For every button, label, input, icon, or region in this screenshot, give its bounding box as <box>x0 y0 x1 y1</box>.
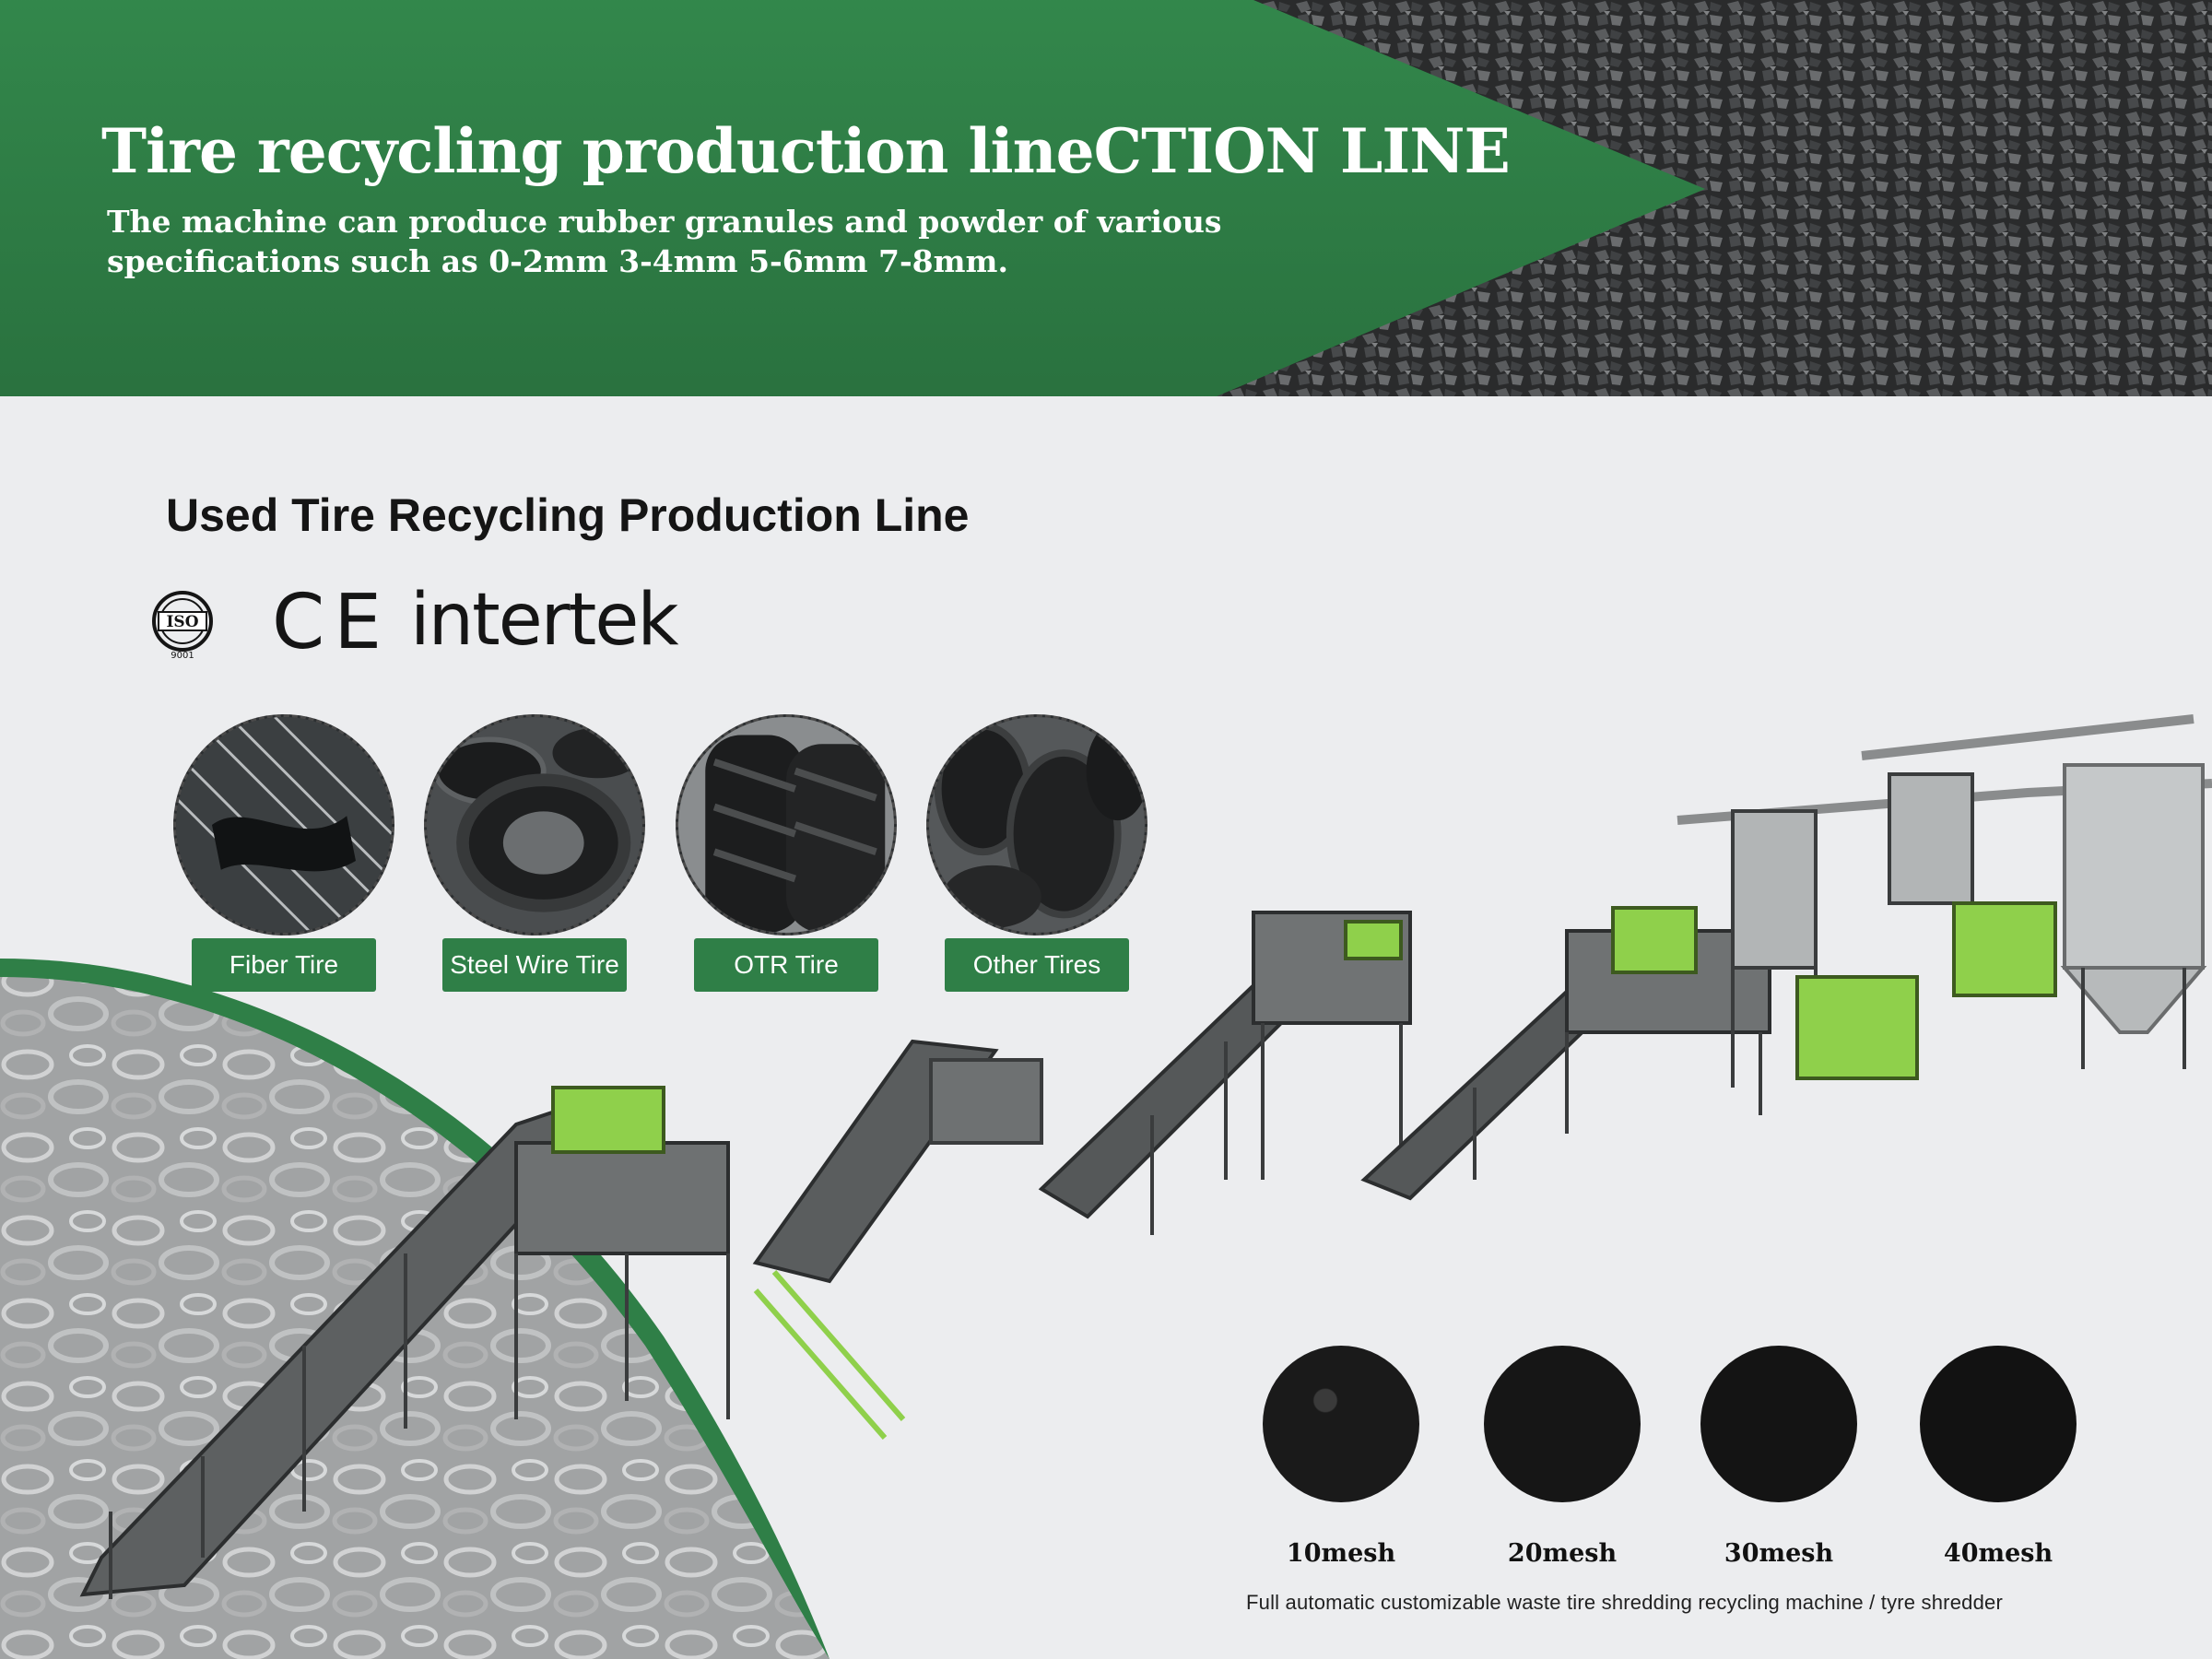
intertek-logo: intertek <box>410 579 678 662</box>
steel-wire-tire-photo <box>424 714 645 935</box>
mesh-label: 40mesh <box>1943 1539 2053 1568</box>
rubber-powder-sample <box>1920 1346 2077 1502</box>
other-tires-photo <box>926 714 1147 935</box>
svg-text:9001: 9001 <box>171 651 194 660</box>
tire-type-label: Fiber Tire <box>192 938 376 992</box>
ce-certification-mark: CE <box>272 579 392 666</box>
banner-title: Tire recycling production lineCTION LINE <box>101 115 1511 187</box>
tire-type-other: Other Tires <box>926 714 1147 995</box>
otr-tire-photo <box>676 714 897 935</box>
tire-type-label: OTR Tire <box>694 938 878 992</box>
bottom-caption: Full automatic customizable waste tire s… <box>1246 1591 2003 1614</box>
tire-type-label: Steel Wire Tire <box>442 938 627 992</box>
mesh-sample-10: 10mesh <box>1244 1346 1429 1585</box>
banner-subtitle-line-2: specifications such as 0-2mm 3-4mm 5-6mm… <box>107 243 1008 279</box>
section-title: Used Tire Recycling Production Line <box>166 489 970 541</box>
mesh-sample-20: 20mesh <box>1465 1346 1650 1585</box>
tire-type-fiber: Fiber Tire <box>173 714 394 995</box>
rubber-powder-sample <box>1700 1346 1857 1502</box>
header-banner: Tire recycling production lineCTION LINE… <box>0 0 2212 396</box>
mesh-sample-40: 40mesh <box>1901 1346 2086 1585</box>
svg-text:ISO: ISO <box>166 613 198 631</box>
rubber-powder-sample <box>1484 1346 1641 1502</box>
mesh-label: 30mesh <box>1724 1539 1834 1568</box>
banner-subtitle-line-1: The machine can produce rubber granules … <box>107 204 1222 240</box>
mesh-sample-30: 30mesh <box>1682 1346 1866 1585</box>
mesh-label: 10mesh <box>1286 1539 1396 1568</box>
rubber-granule-sample <box>1263 1346 1419 1502</box>
green-arrow-band <box>0 0 1705 396</box>
fiber-tire-photo <box>173 714 394 935</box>
tire-type-otr: OTR Tire <box>676 714 897 995</box>
tire-type-label: Other Tires <box>945 938 1129 992</box>
iso-certification-icon: ISO 9001 <box>152 591 213 660</box>
production-line-illustration <box>79 714 2212 1599</box>
mesh-label: 20mesh <box>1507 1539 1618 1568</box>
tire-type-steel-wire: Steel Wire Tire <box>424 714 645 995</box>
